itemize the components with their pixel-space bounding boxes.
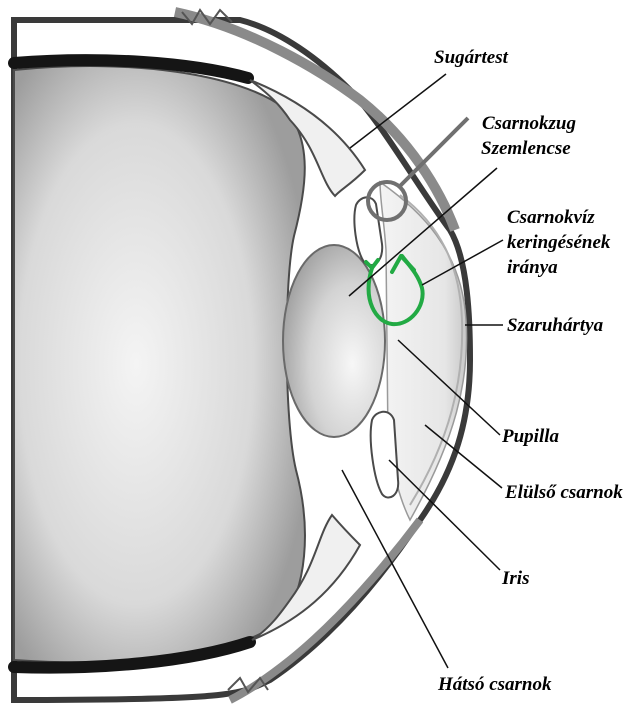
label-anterior-chamber: Elülső csarnok [504, 482, 623, 503]
label-ciliary-body: Sugártest [434, 47, 509, 68]
label-aqueous-flow-line3: iránya [507, 257, 558, 278]
label-lens: Szemlencse [481, 138, 571, 159]
label-iris: Iris [501, 568, 529, 589]
label-aqueous-flow-line1: Csarnokvíz [507, 207, 595, 228]
label-cornea: Szaruhártya [507, 315, 604, 336]
vitreous-body [14, 66, 305, 662]
label-aqueous-flow-line2: keringésének [507, 232, 611, 253]
label-chamber-angle: Csarnokzug [482, 113, 576, 134]
label-posterior-chamber: Hátsó csarnok [437, 674, 552, 695]
label-pupil: Pupilla [501, 426, 560, 447]
